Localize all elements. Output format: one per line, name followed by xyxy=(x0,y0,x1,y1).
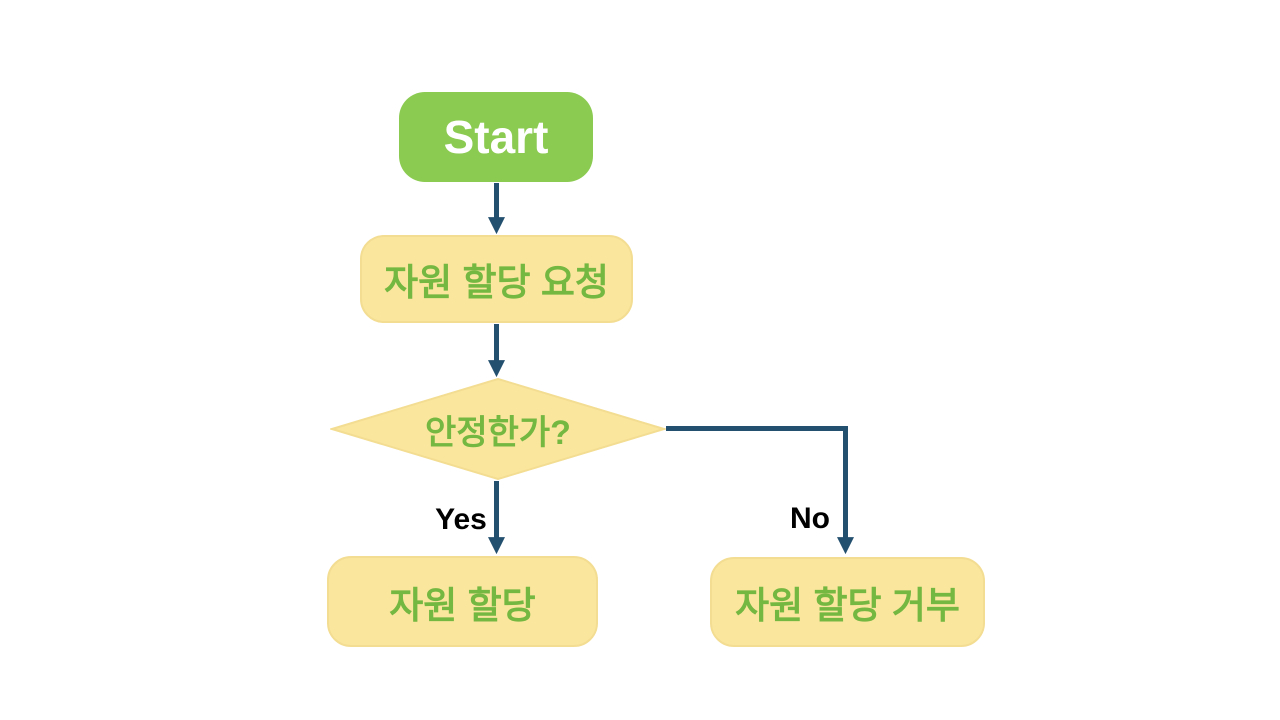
node-decision-safe: 안정한가? xyxy=(330,378,666,480)
edge-label-yes: Yes xyxy=(435,503,487,536)
node-start: Start xyxy=(399,92,593,182)
edge-label-no: No xyxy=(790,502,830,535)
node-start-label: Start xyxy=(443,111,549,163)
node-resource-deny-label: 자원 할당 거부 xyxy=(735,585,960,626)
node-resource-request: 자원 할당 요청 xyxy=(360,235,633,323)
node-resource-allocate: 자원 할당 xyxy=(327,556,598,647)
diamond-shape xyxy=(330,378,666,480)
node-decision-label: 안정한가? xyxy=(425,413,571,452)
node-resource-deny: 자원 할당 거부 xyxy=(710,557,985,647)
node-resource-allocate-label: 자원 할당 xyxy=(389,584,536,626)
node-resource-request-label: 자원 할당 요청 xyxy=(384,262,609,303)
